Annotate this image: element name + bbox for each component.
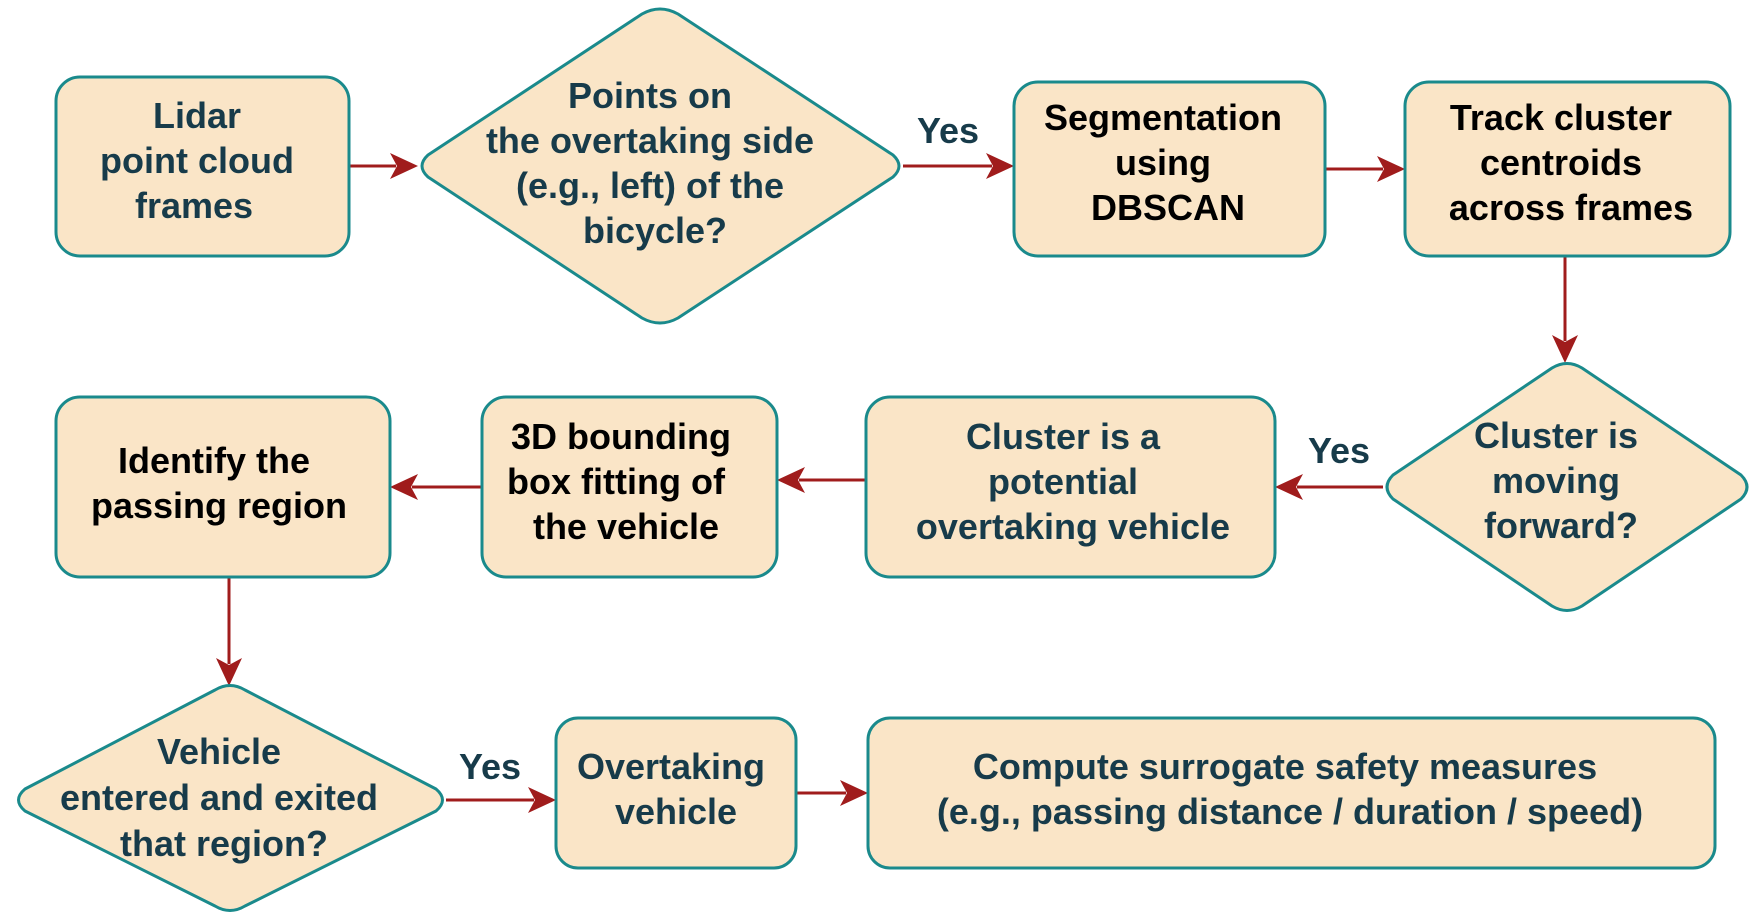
node-overtaking-side-line: Points on [568,75,732,116]
node-potential-vehicle-line: potential [988,461,1138,502]
node-track-line: Track cluster [1450,97,1672,138]
node-segmentation-label: Segmentation using DBSCAN [1044,97,1292,228]
node-moving-forward-label: Cluster is moving forward? [1474,415,1648,546]
node-track-line: across frames [1449,187,1693,228]
node-overtaking-side-shape [420,7,901,325]
node-lidar-shape [54,75,351,258]
node-track-line: centroids [1480,142,1642,183]
node-potential-vehicle-label: Cluster is a potential overtaking vehicl… [916,416,1230,547]
node-entered-exited-shape [17,684,444,912]
node-lidar-label: Lidar point cloud frames [100,95,304,226]
node-moving-forward-line: moving [1492,460,1620,501]
node-bounding-box-shape [480,395,779,579]
node-compute-measures-shape [866,716,1717,870]
node-potential-vehicle: Cluster is a potential overtaking vehicl… [864,395,1277,579]
edge-track-to-moving-forward [1552,257,1578,363]
node-overtaking-side-line: the overtaking side [486,120,814,161]
node-track: Track cluster centroids across frames [1403,80,1732,258]
node-overtaking-side-line: bicycle? [583,210,727,251]
node-potential-vehicle-line: overtaking vehicle [916,506,1230,547]
node-bounding-box: 3D bounding box fitting of the vehicle [480,395,779,579]
edge-label-yes-1: Yes [917,110,979,151]
node-overtaking-side-line: (e.g., left) of the [516,165,784,206]
node-overtaking-vehicle-line: Overtaking [577,746,765,787]
node-compute-measures-label: Compute surrogate safety measures (e.g.,… [937,746,1643,832]
node-lidar: Lidar point cloud frames [54,75,351,258]
edge-overtaking-side-to-segmentation [903,153,1014,179]
edge-label-yes-3: Yes [459,746,521,787]
node-segmentation-line: Segmentation [1044,97,1282,138]
node-entered-exited-line: Vehicle [157,731,281,772]
edge-entered-exited-to-overtaking-vehicle [446,787,556,813]
node-segmentation-line: DBSCAN [1091,187,1245,228]
node-entered-exited-line: entered and exited [60,777,378,818]
node-track-shape [1403,80,1732,258]
node-potential-vehicle-line: Cluster is a [966,416,1161,457]
node-moving-forward-line: forward? [1484,505,1638,546]
node-potential-vehicle-shape [864,395,1277,579]
edges [216,153,1578,813]
edge-overtaking-vehicle-to-compute [796,780,868,806]
edge-bounding-box-to-passing-region [390,474,482,500]
node-bounding-box-line: 3D bounding [511,416,731,457]
node-bounding-box-label: 3D bounding box fitting of the vehicle [507,416,741,547]
node-overtaking-vehicle-line: vehicle [615,791,737,832]
node-moving-forward-decision: Cluster is moving forward? [1385,362,1749,612]
node-compute-measures-line: Compute surrogate safety measures [973,746,1597,787]
node-moving-forward-line: Cluster is [1474,415,1638,456]
node-segmentation-shape [1012,80,1327,258]
edge-potential-vehicle-to-bounding-box [777,467,866,493]
node-entered-exited-decision: Vehicle entered and exited that region? [17,684,444,912]
node-passing-region: Identify the passing region [54,395,392,579]
edge-lidar-to-overtaking-side [349,153,418,179]
node-overtaking-side-decision: Points on the overtaking side (e.g., lef… [420,7,901,325]
node-segmentation-line: using [1115,142,1211,183]
edge-segmentation-to-track [1325,156,1405,182]
node-passing-region-line: passing region [91,485,347,526]
node-overtaking-vehicle: Overtaking vehicle [554,716,798,870]
node-bounding-box-line: the vehicle [533,506,719,547]
node-moving-forward-shape [1385,362,1749,612]
node-overtaking-side-label: Points on the overtaking side (e.g., lef… [486,75,824,251]
node-lidar-line: frames [135,185,253,226]
node-entered-exited-line: that region? [120,823,328,864]
node-overtaking-vehicle-label: Overtaking vehicle [577,746,775,832]
node-passing-region-label: Identify the passing region [91,440,347,526]
edge-moving-forward-to-potential-vehicle [1275,474,1383,500]
node-compute-measures: Compute surrogate safety measures (e.g.,… [866,716,1717,870]
node-entered-exited-label: Vehicle entered and exited that region? [60,731,388,864]
node-segmentation: Segmentation using DBSCAN [1012,80,1327,258]
node-track-label: Track cluster centroids across frames [1449,97,1693,228]
edge-passing-region-to-entered-exited [216,577,242,686]
node-overtaking-vehicle-shape [554,716,798,870]
node-lidar-line: Lidar [153,95,241,136]
node-compute-measures-line: (e.g., passing distance / duration / spe… [937,791,1643,832]
node-bounding-box-line: box fitting of [507,461,726,502]
node-passing-region-shape [54,395,392,579]
node-lidar-line: point cloud [100,140,294,181]
node-passing-region-line: Identify the [118,440,310,481]
edge-label-yes-2: Yes [1308,430,1370,471]
